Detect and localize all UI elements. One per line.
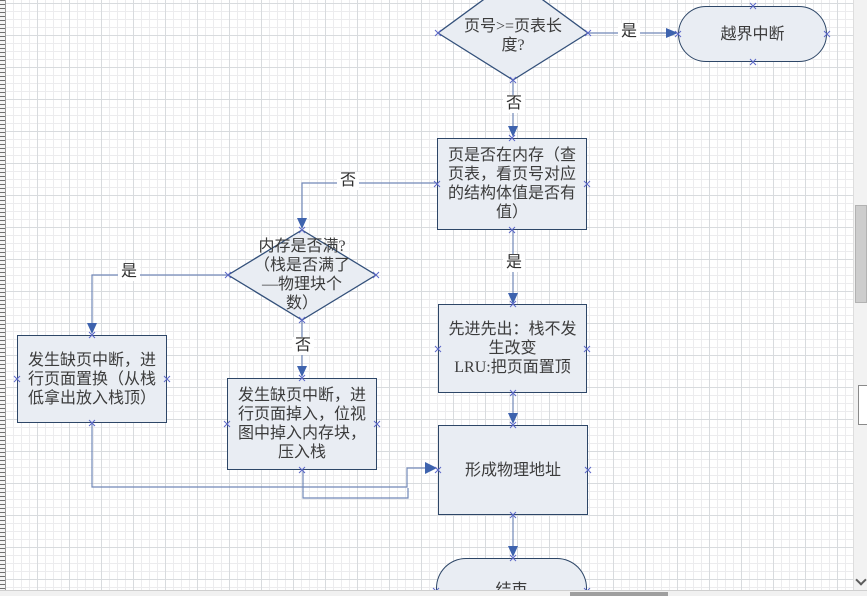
edge-label-no-to-memory-full: 否 bbox=[337, 172, 359, 190]
chevron-down-icon bbox=[855, 573, 867, 586]
process-page-replace-label: 发生缺页中断，进 行页面置换（从栈 低拿出放入栈顶） bbox=[27, 351, 156, 407]
process-fifo-lru[interactable]: 先进先出：栈不发 生改变 LRU:把页面置顶 bbox=[438, 304, 587, 393]
edge-label-yes-to-fifo: 是 bbox=[503, 254, 525, 272]
horizontal-scrollbar[interactable] bbox=[0, 590, 867, 596]
edge-label-no-below-page-check: 否 bbox=[503, 95, 525, 113]
process-form-physical-address[interactable]: 形成物理地址 bbox=[438, 425, 588, 515]
decision-page-overflow-label: 页号>=页表长 度? bbox=[463, 18, 563, 54]
process-page-load-label: 发生缺页中断，进 行页面掉入，位视 图中掉入内存块， 压入栈 bbox=[237, 387, 366, 461]
terminator-overflow-interrupt-label: 越界中断 bbox=[720, 25, 785, 43]
page-marker bbox=[858, 385, 867, 425]
scroll-down-button[interactable] bbox=[854, 573, 867, 589]
process-page-replace[interactable]: 发生缺页中断，进 行页面置换（从栈 低拿出放入栈顶） bbox=[17, 335, 167, 423]
process-check-in-memory[interactable]: 页是否在内存（查 页表，看页号对应 的结构体值是否有 值） bbox=[437, 138, 587, 230]
edge-label-no-to-load: 否 bbox=[292, 337, 314, 355]
terminator-overflow-interrupt[interactable]: 越界中断 bbox=[678, 6, 827, 62]
drawing-canvas[interactable] bbox=[0, 0, 853, 591]
vertical-scrollbar[interactable] bbox=[853, 0, 867, 591]
process-page-load[interactable]: 发生缺页中断，进 行页面掉入，位视 图中掉入内存块， 压入栈 bbox=[227, 378, 377, 470]
decision-memory-full-label: 内存是否满? （栈是否满了 —物理块个 数） bbox=[253, 238, 350, 312]
vertical-ruler-edge bbox=[0, 0, 6, 591]
process-form-physical-address-label: 形成物理地址 bbox=[464, 461, 561, 479]
horizontal-scrollbar-thumb[interactable] bbox=[570, 592, 668, 596]
process-fifo-lru-label: 先进先出：栈不发 生改变 LRU:把页面置顶 bbox=[448, 321, 577, 376]
edge-label-yes-to-overflow: 是 bbox=[618, 23, 640, 41]
process-check-in-memory-label: 页是否在内存（查 页表，看页号对应 的结构体值是否有 值） bbox=[447, 147, 576, 221]
vertical-scrollbar-thumb[interactable] bbox=[855, 205, 867, 303]
edge-label-yes-to-replace: 是 bbox=[118, 263, 140, 281]
